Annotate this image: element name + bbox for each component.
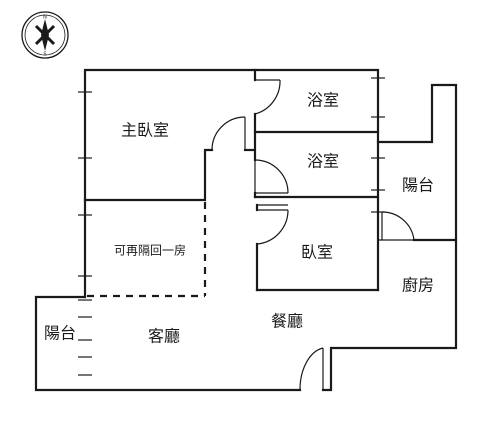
room-labels: 主臥室 浴室 浴室 陽台 可再隔回一房 臥室 廚房 餐廳 陽台 客廳 <box>44 91 434 346</box>
bathroom-1-label: 浴室 <box>307 91 339 110</box>
balcony-right-label: 陽台 <box>402 176 434 195</box>
outer-walls <box>34 68 458 392</box>
compass-north-label: N <box>43 15 47 21</box>
interior-walls <box>83 68 458 298</box>
dining-label: 餐廳 <box>271 312 303 331</box>
compass-icon: N S <box>21 11 69 59</box>
kitchen-label: 廚房 <box>402 276 434 295</box>
extra-room-label: 可再隔回一房 <box>114 243 186 258</box>
bedroom-label: 臥室 <box>301 243 333 262</box>
doors <box>211 79 415 391</box>
window-marks <box>78 77 385 376</box>
master-bedroom-label: 主臥室 <box>121 121 169 140</box>
living-room-label: 客廳 <box>148 327 180 346</box>
bathroom-2-label: 浴室 <box>307 152 339 171</box>
compass-south-label: S <box>43 52 46 58</box>
balcony-left-label: 陽台 <box>44 324 76 343</box>
